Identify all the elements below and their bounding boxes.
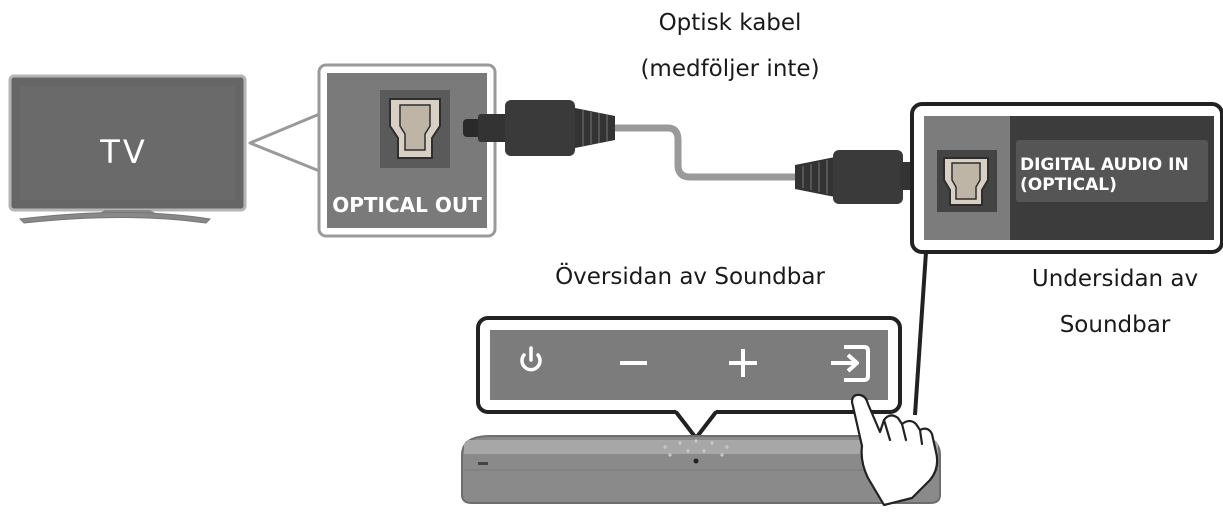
soundbar-top-panel-callout (476, 316, 902, 440)
cable-label-line2: (medföljer inte) (640, 56, 820, 82)
soundbar-bottom-label-line1: Undersidan av (1031, 266, 1199, 292)
plus-icon[interactable] (729, 349, 757, 377)
tv-label: TV (99, 133, 147, 171)
tv-icon: TV (8, 74, 247, 224)
digital-audio-in-label: DIGITAL AUDIO IN (1020, 155, 1189, 175)
soundbar-bottom-label-line2: Soundbar (1059, 312, 1171, 338)
tv-optical-port-callout: OPTICAL OUT (317, 63, 497, 238)
cable-label-line1: Optisk kabel (658, 10, 802, 36)
optical-port-icon (937, 150, 997, 212)
optical-port-icon (380, 90, 450, 168)
source-input-icon[interactable] (831, 345, 870, 382)
hand-pointer-icon (850, 393, 939, 507)
soundbar-icon (461, 435, 941, 504)
soundbar-optical-port-callout: DIGITAL AUDIO IN (OPTICAL) (910, 102, 1223, 254)
optical-out-label: OPTICAL OUT (332, 193, 482, 217)
optical-sub-label: (OPTICAL) (1020, 175, 1117, 195)
soundbar-top-label: Översidan av Soundbar (555, 264, 825, 290)
optical-cable-icon (463, 100, 940, 204)
power-icon[interactable] (520, 346, 542, 372)
